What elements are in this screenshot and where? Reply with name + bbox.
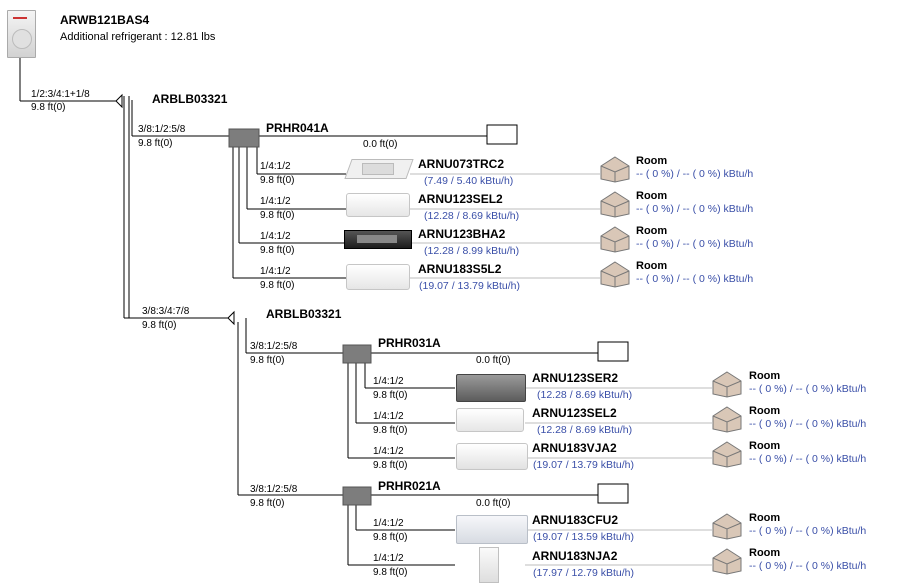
indoor-pipe-length: 9.8 ft(0) [260, 280, 294, 291]
room-label: Room [749, 370, 780, 382]
wall-unit-icon [346, 193, 410, 217]
indoor-model: ARNU123SEL2 [532, 406, 617, 420]
hr-pipe-size: 3/8:1/2:5/8 [250, 341, 297, 352]
indoor-model: ARNU183VJA2 [532, 441, 617, 455]
main-pipe-length: 9.8 ft(0) [31, 102, 65, 113]
hr-unit-icon [229, 129, 259, 147]
indoor-pipe-length: 9.8 ft(0) [373, 390, 407, 401]
indoor-pipe-size: 1/4:1/2 [373, 446, 404, 457]
branch-model: ARBLB03321 [152, 92, 227, 106]
room-load: -- ( 0 %) / -- ( 0 %) kBtu/h [636, 203, 753, 215]
indoor-capacity: (7.49 / 5.40 kBtu/h) [424, 175, 513, 187]
indoor-pipe-size: 1/4:1/2 [260, 266, 291, 277]
room-icon [711, 512, 743, 540]
indoor-model: ARNU183NJA2 [532, 549, 617, 563]
indoor-model: ARNU123SER2 [532, 371, 618, 385]
indoor-capacity: (12.28 / 8.69 kBtu/h) [537, 389, 632, 401]
room-label: Room [636, 225, 667, 237]
hr-unit-icon [343, 345, 371, 363]
additional-refrigerant: Additional refrigerant : 12.81 lbs [60, 31, 215, 43]
wall-unit-icon [456, 374, 526, 402]
room-label: Room [636, 155, 667, 167]
ceiling-unit-icon [456, 443, 528, 470]
outdoor-unit-icon [7, 10, 36, 58]
hr-pipe-size: 3/8:1/2:5/8 [250, 484, 297, 495]
room-label: Room [636, 260, 667, 272]
hr-model: PRHR031A [378, 336, 441, 350]
floor-unit-icon [479, 547, 499, 583]
indoor-model: ARNU183CFU2 [532, 513, 618, 527]
indoor-pipe-length: 9.8 ft(0) [373, 567, 407, 578]
room-label: Room [636, 190, 667, 202]
room-load: -- ( 0 %) / -- ( 0 %) kBtu/h [749, 560, 866, 572]
room-icon [711, 405, 743, 433]
indoor-capacity: (17.97 / 12.79 kBtu/h) [533, 567, 634, 579]
room-icon [711, 370, 743, 398]
room-icon [599, 190, 631, 218]
branch-pipe-size: 3/8:3/4:7/8 [142, 306, 189, 317]
indoor-capacity: (12.28 / 8.69 kBtu/h) [537, 424, 632, 436]
room-load: -- ( 0 %) / -- ( 0 %) kBtu/h [636, 238, 753, 250]
indoor-pipe-size: 1/4:1/2 [260, 161, 291, 172]
open-port-length: 0.0 ft(0) [363, 139, 397, 150]
indoor-pipe-length: 9.8 ft(0) [373, 532, 407, 543]
room-label: Room [749, 547, 780, 559]
hr-pipe-length: 9.8 ft(0) [250, 498, 284, 509]
indoor-pipe-size: 1/4:1/2 [260, 196, 291, 207]
indoor-pipe-length: 9.8 ft(0) [260, 245, 294, 256]
wall-unit-icon [456, 408, 524, 432]
indoor-pipe-size: 1/4:1/2 [260, 231, 291, 242]
indoor-pipe-size: 1/4:1/2 [373, 411, 404, 422]
indoor-model: ARNU183S5L2 [418, 262, 501, 276]
room-label: Room [749, 405, 780, 417]
indoor-capacity: (19.07 / 13.79 kBtu/h) [419, 280, 520, 292]
room-load: -- ( 0 %) / -- ( 0 %) kBtu/h [636, 273, 753, 285]
outdoor-model: ARWB121BAS4 [60, 13, 149, 27]
open-port-length: 0.0 ft(0) [476, 498, 510, 509]
branch-pipe-length: 9.8 ft(0) [142, 320, 176, 331]
room-icon [599, 260, 631, 288]
indoor-model: ARNU123BHA2 [418, 227, 505, 241]
indoor-pipe-size: 1/4:1/2 [373, 376, 404, 387]
wall-unit-icon [346, 264, 410, 290]
room-icon [711, 547, 743, 575]
indoor-pipe-length: 9.8 ft(0) [260, 175, 294, 186]
indoor-pipe-size: 1/4:1/2 [373, 553, 404, 564]
room-label: Room [749, 440, 780, 452]
console-unit-icon [456, 515, 528, 544]
indoor-pipe-length: 9.8 ft(0) [260, 210, 294, 221]
open-port-length: 0.0 ft(0) [476, 355, 510, 366]
indoor-pipe-length: 9.8 ft(0) [373, 460, 407, 471]
room-load: -- ( 0 %) / -- ( 0 %) kBtu/h [749, 453, 866, 465]
hr-unit-icon [343, 487, 371, 505]
indoor-model: ARNU123SEL2 [418, 192, 503, 206]
branch-pipe-length: 9.8 ft(0) [138, 138, 172, 149]
hr-model: PRHR041A [266, 121, 329, 135]
room-load: -- ( 0 %) / -- ( 0 %) kBtu/h [636, 168, 753, 180]
indoor-model: ARNU073TRC2 [418, 157, 504, 171]
room-label: Room [749, 512, 780, 524]
indoor-pipe-length: 9.8 ft(0) [373, 425, 407, 436]
indoor-pipe-size: 1/4:1/2 [373, 518, 404, 529]
branch-pipe-size: 3/8:1/2:5/8 [138, 124, 185, 135]
room-load: -- ( 0 %) / -- ( 0 %) kBtu/h [749, 525, 866, 537]
ducted-unit-icon [344, 230, 412, 249]
main-pipe-size: 1/2:3/4:1+1/8 [31, 89, 90, 100]
hr-pipe-length: 9.8 ft(0) [250, 355, 284, 366]
room-icon [599, 225, 631, 253]
indoor-capacity: (12.28 / 8.99 kBtu/h) [424, 245, 519, 257]
room-load: -- ( 0 %) / -- ( 0 %) kBtu/h [749, 418, 866, 430]
room-icon [711, 440, 743, 468]
indoor-capacity: (12.28 / 8.69 kBtu/h) [424, 210, 519, 222]
cassette-unit-icon [348, 153, 408, 179]
indoor-capacity: (19.07 / 13.79 kBtu/h) [533, 459, 634, 471]
indoor-capacity: (19.07 / 13.59 kBtu/h) [533, 531, 634, 543]
hr-model: PRHR021A [378, 479, 441, 493]
room-icon [599, 155, 631, 183]
branch-model: ARBLB03321 [266, 307, 341, 321]
room-load: -- ( 0 %) / -- ( 0 %) kBtu/h [749, 383, 866, 395]
